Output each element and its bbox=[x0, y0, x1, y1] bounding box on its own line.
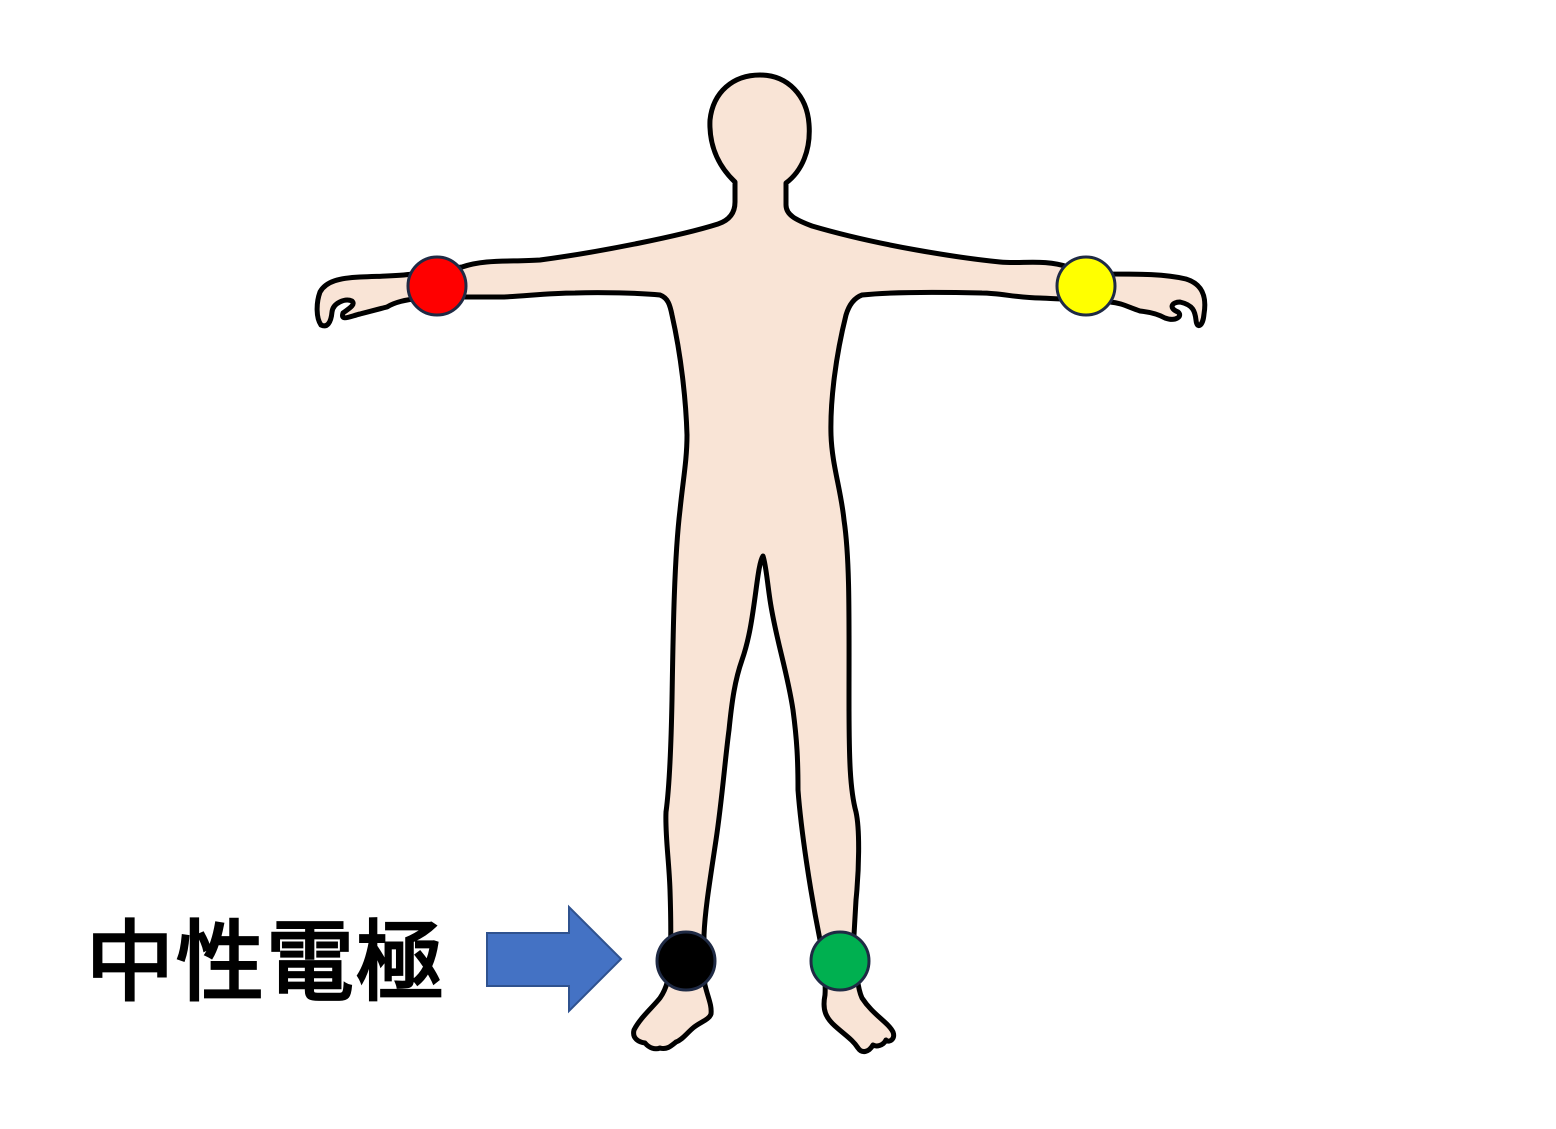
human-body-silhouette bbox=[314, 72, 1208, 1055]
electrode-right-leg-neutral bbox=[655, 930, 717, 992]
electrode-left-leg bbox=[809, 930, 871, 992]
electrode-left-arm bbox=[1055, 255, 1117, 317]
right-arrow-icon bbox=[486, 904, 623, 1014]
electrode-right-arm bbox=[406, 255, 468, 317]
neutral-electrode-label: 中性電極 bbox=[86, 911, 447, 1014]
